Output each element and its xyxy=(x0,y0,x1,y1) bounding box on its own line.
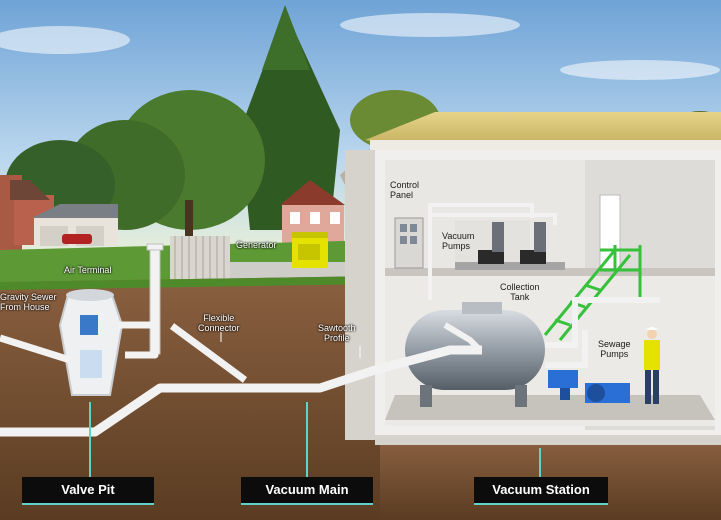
vacuum-pumps xyxy=(455,222,565,270)
label-flexible-connector: Flexible Connector xyxy=(198,313,240,333)
label-sawtooth-profile: Sawtooth Profile xyxy=(318,323,356,343)
vacuum-main-pipe xyxy=(0,321,482,437)
generator xyxy=(292,232,328,268)
bar-vacuum-station: Vacuum Station xyxy=(474,477,608,505)
leader-lines xyxy=(89,402,541,478)
label-vacuum-pumps: Vacuum Pumps xyxy=(442,231,475,251)
label-control-panel: Control Panel xyxy=(390,180,420,200)
trees xyxy=(5,5,721,240)
label-gravity-sewer: Gravity Sewer From House xyxy=(0,292,57,312)
label-air-terminal: Air Terminal xyxy=(64,265,112,275)
bar-valve-pit: Valve Pit xyxy=(22,477,154,505)
fence-slats xyxy=(174,236,225,281)
stairs xyxy=(543,245,642,341)
label-sewage-pumps: Sewage Pumps xyxy=(598,339,631,359)
label-collection-tank: Collection Tank xyxy=(500,282,540,302)
sewage-pumps xyxy=(548,370,630,403)
vacuum-pump-piping xyxy=(428,203,557,300)
bar-vacuum-main: Vacuum Main xyxy=(241,477,373,505)
callout-lines xyxy=(220,332,361,358)
grass-edge xyxy=(0,276,380,290)
station-building xyxy=(340,112,721,445)
worker xyxy=(644,327,660,404)
garage xyxy=(32,204,118,246)
clouds xyxy=(0,13,720,80)
label-generator: Generator xyxy=(236,240,277,250)
fence xyxy=(170,236,230,281)
valve-pit xyxy=(58,289,124,396)
